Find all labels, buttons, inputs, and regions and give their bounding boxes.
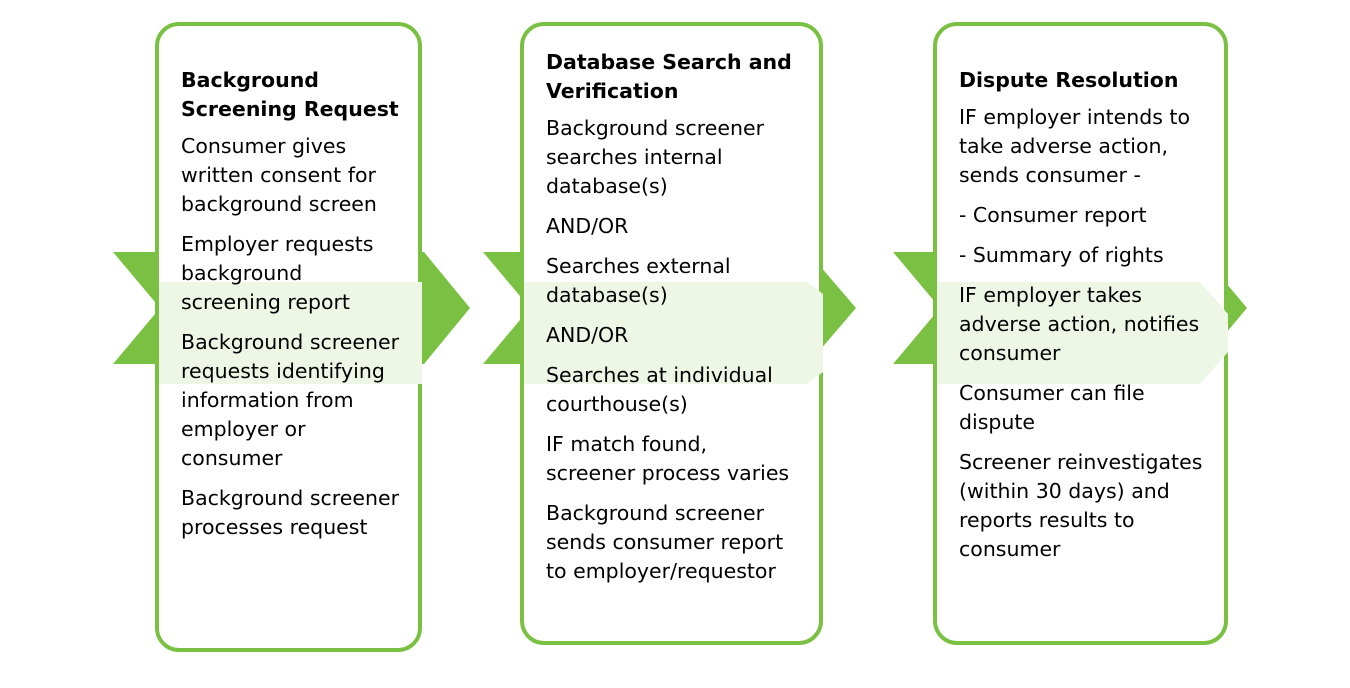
step-item: IF match found, screener process varies	[546, 432, 790, 485]
step-item: Background screener sends consumer repor…	[546, 501, 784, 583]
step-title: Database Search and Verification	[546, 50, 792, 103]
step-box-database-search: Database Search and Verification Backgro…	[520, 22, 823, 645]
step-item: Searches external database(s)	[546, 254, 731, 307]
step-item: Consumer can file dispute	[959, 381, 1145, 434]
step-box-dispute-resolution: Dispute Resolution IF employer intends t…	[933, 22, 1228, 645]
step-item: IF employer takes adverse action, notifi…	[959, 283, 1200, 365]
step-box-background-screening-request: Background Screening Request Consumer gi…	[155, 22, 422, 652]
step-item: - Summary of rights	[959, 243, 1164, 267]
step-title: Background Screening Request	[181, 68, 399, 121]
step-item: Background screener processes request	[181, 486, 400, 539]
step-title: Dispute Resolution	[959, 68, 1179, 92]
step-item: AND/OR	[546, 323, 629, 347]
step-item: Background screener requests identifying…	[181, 330, 400, 470]
step-item: Employer requests background screening r…	[181, 232, 374, 314]
step-item: - Consumer report	[959, 203, 1147, 227]
step-item: Screener reinvestigates (within 30 days)…	[959, 450, 1203, 561]
step-item: Consumer gives written consent for backg…	[181, 134, 377, 216]
step-item: AND/OR	[546, 214, 629, 238]
step-item: Background screener searches internal da…	[546, 116, 765, 198]
step-item: Searches at individual courthouse(s)	[546, 363, 773, 416]
step-item: IF employer intends to take adverse acti…	[959, 105, 1190, 187]
